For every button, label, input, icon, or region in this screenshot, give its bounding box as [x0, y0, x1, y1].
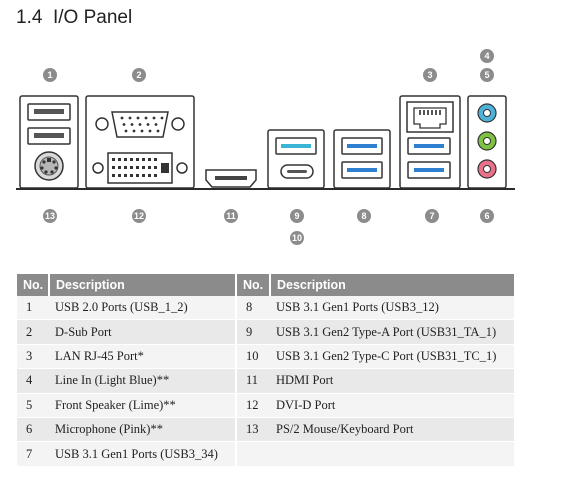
audio-block — [467, 95, 507, 189]
cell-desc: HDMI Port — [270, 368, 514, 394]
cell-desc: PS/2 Mouse/Keyboard Port — [270, 417, 514, 443]
header-desc-right: Description — [270, 274, 514, 296]
header-no-left: No. — [17, 274, 50, 296]
cell-no: 12 — [236, 393, 270, 418]
table-row: 1 USB 2.0 Ports (USB_1_2) 8 USB 3.1 Gen1… — [17, 296, 514, 321]
section-heading: I/O Panel — [52, 7, 133, 28]
cell-desc: Line In (Light Blue)** — [49, 368, 237, 394]
header-desc-left: Description — [49, 274, 237, 296]
cell-no: 3 — [17, 344, 49, 370]
callout-9: 9 — [290, 209, 304, 223]
io-panel-diagram: 1 2 3 4 5 6 7 8 9 10 11 12 13 — [16, 49, 515, 245]
section-number: 1.4 — [16, 7, 43, 28]
callout-1: 1 — [43, 68, 57, 82]
table-header-row: No. Description No. Description — [17, 274, 514, 296]
callout-7: 7 — [425, 209, 439, 223]
callout-5: 5 — [480, 68, 494, 82]
cell-desc: D-Sub Port — [49, 319, 237, 345]
callout-10: 10 — [290, 231, 304, 245]
callout-8: 8 — [357, 209, 371, 223]
callout-4: 4 — [480, 49, 494, 63]
cell-desc: USB 3.1 Gen1 Ports (USB3_34) — [49, 441, 237, 467]
table-row: 7 USB 3.1 Gen1 Ports (USB3_34) — [17, 441, 514, 467]
callout-12: 12 — [132, 209, 146, 223]
table-row: 2 D-Sub Port 9 USB 3.1 Gen2 Type-A Port … — [17, 319, 514, 345]
cell-desc: USB 3.1 Gen2 Type-A Port (USB31_TA_1) — [270, 319, 514, 345]
cell-desc — [270, 441, 514, 467]
io-panel-drawing — [19, 95, 507, 189]
usb2-ps2-block — [19, 95, 79, 189]
table-row: 3 LAN RJ-45 Port* 10 USB 3.1 Gen2 Type-C… — [17, 344, 514, 370]
lan-usb3-34-block — [399, 95, 461, 189]
callout-2: 2 — [132, 68, 146, 82]
cell-desc: LAN RJ-45 Port* — [49, 344, 237, 370]
table-row: 6 Microphone (Pink)** 13 PS/2 Mouse/Keyb… — [17, 417, 514, 443]
cell-no: 1 — [17, 296, 49, 321]
panel-edge-line — [16, 188, 515, 190]
cell-no: 10 — [236, 344, 270, 370]
callout-3: 3 — [423, 68, 437, 82]
table-row: 4 Line In (Light Blue)** 11 HDMI Port — [17, 368, 514, 394]
section-title: 1.4 I/O Panel — [16, 7, 132, 29]
cell-no: 7 — [17, 441, 49, 467]
cell-desc: Front Speaker (Lime)** — [49, 393, 237, 418]
table-row: 5 Front Speaker (Lime)** 12 DVI-D Port — [17, 393, 514, 418]
cell-no: 13 — [236, 417, 270, 443]
dsub-dvi-block — [85, 95, 195, 189]
usb31-gen2-block — [267, 129, 325, 189]
cell-no: 11 — [236, 368, 270, 394]
cell-desc: Microphone (Pink)** — [49, 417, 237, 443]
hdmi-port — [205, 169, 257, 188]
callout-6: 6 — [480, 209, 494, 223]
cell-no: 2 — [17, 319, 49, 345]
cell-no: 8 — [236, 296, 270, 321]
cell-desc: USB 3.1 Gen2 Type-C Port (USB31_TC_1) — [270, 344, 514, 370]
cell-desc: DVI-D Port — [270, 393, 514, 418]
usb3-12-block — [333, 129, 391, 189]
cell-desc: USB 3.1 Gen1 Ports (USB3_12) — [270, 296, 514, 321]
io-port-table: No. Description No. Description 1 USB 2.… — [17, 274, 514, 467]
cell-desc: USB 2.0 Ports (USB_1_2) — [49, 296, 237, 321]
header-no-right: No. — [236, 274, 271, 296]
cell-no: 4 — [17, 368, 49, 394]
callout-11: 11 — [224, 209, 238, 223]
cell-no — [236, 441, 270, 467]
callout-13: 13 — [43, 209, 57, 223]
cell-no: 6 — [17, 417, 49, 443]
cell-no: 5 — [17, 393, 49, 418]
cell-no: 9 — [236, 319, 270, 345]
